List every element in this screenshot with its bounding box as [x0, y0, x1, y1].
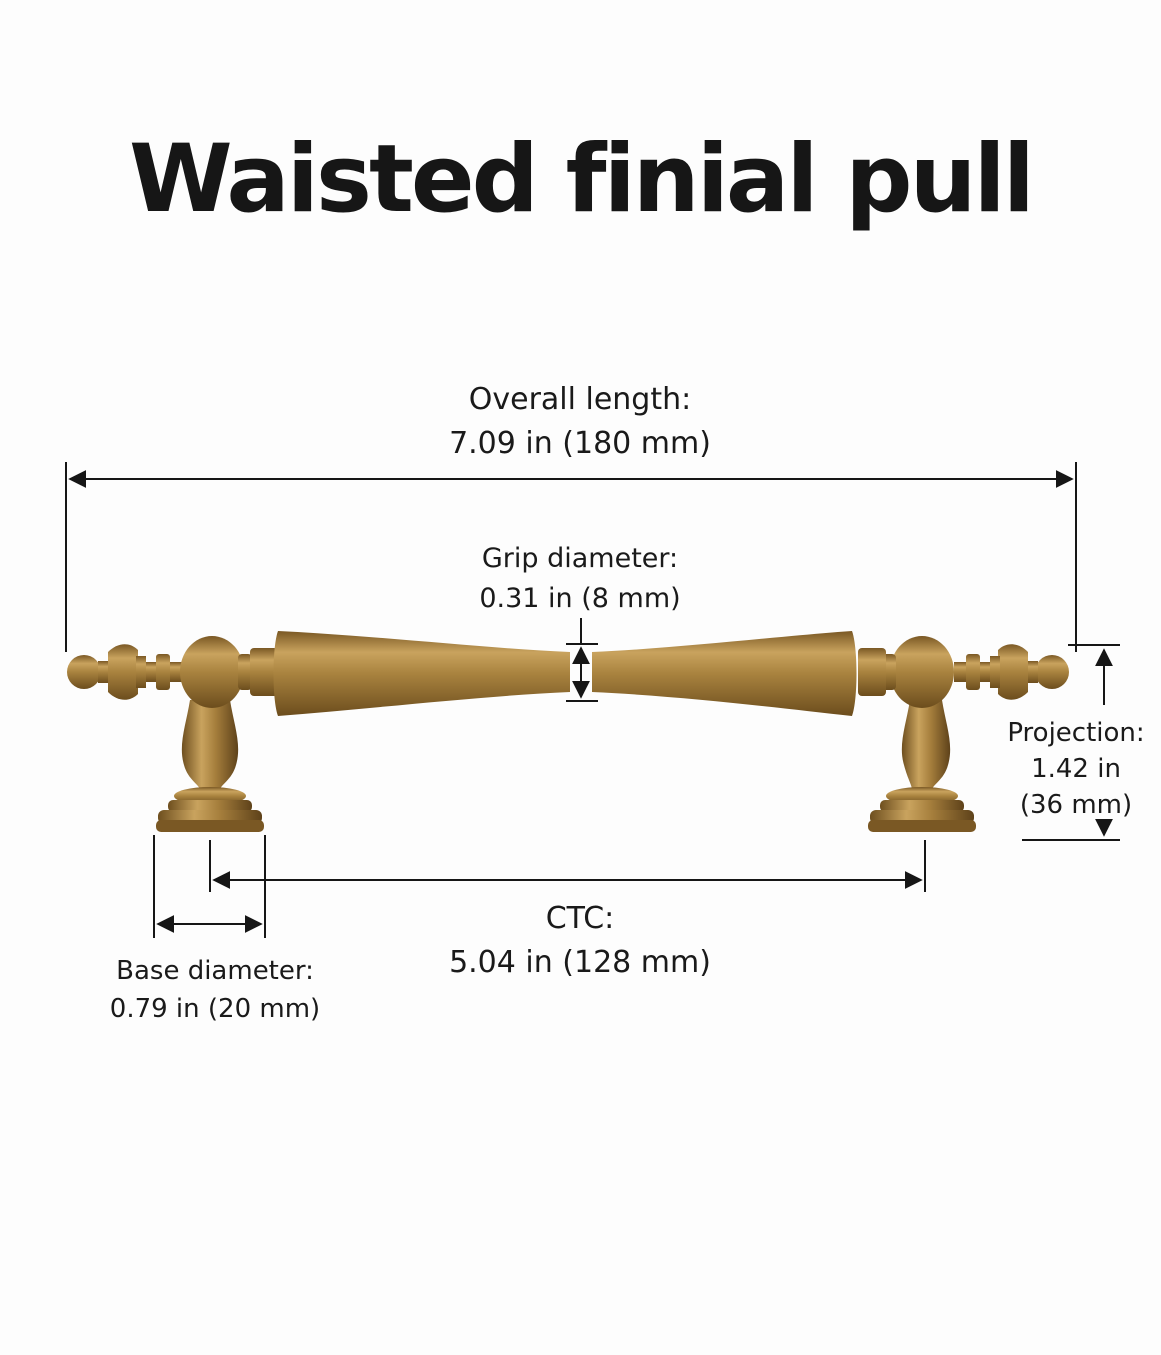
- overall-length-caption: Overall length:: [468, 382, 692, 417]
- grip-diameter-dimension: [566, 618, 598, 702]
- waisted-grip: [273, 631, 857, 716]
- projection-value-in: 1.42 in: [1031, 754, 1121, 784]
- overall-length-dimension: [65, 462, 1077, 652]
- ctc-dimension: [209, 840, 926, 892]
- base-diameter-caption: Base diameter:: [116, 956, 314, 986]
- ctc-label: CTC: 5.04 in (128 mm): [430, 897, 730, 985]
- projection-caption: Projection:: [1007, 718, 1145, 748]
- page-title: Waisted finial pull: [129, 125, 1035, 234]
- base-diameter-dimension: [153, 835, 266, 938]
- grip-diameter-value: 0.31 in (8 mm): [479, 583, 681, 614]
- projection-dimension: [1022, 644, 1120, 841]
- right-post: [868, 700, 976, 832]
- base-diameter-label: Base diameter: 0.79 in (20 mm): [90, 952, 340, 1028]
- pull-illustration: [67, 631, 1069, 832]
- projection-label: Projection: 1.42 in (36 mm): [995, 715, 1157, 823]
- base-diameter-value: 0.79 in (20 mm): [109, 994, 321, 1024]
- ctc-caption: CTC:: [545, 901, 615, 936]
- projection-value-mm: (36 mm): [1019, 790, 1133, 820]
- grip-diameter-caption: Grip diameter:: [481, 543, 679, 574]
- ctc-value: 5.04 in (128 mm): [449, 945, 711, 980]
- right-finial: [858, 636, 1069, 708]
- overall-length-value: 7.09 in (180 mm): [449, 426, 711, 461]
- grip-diameter-label: Grip diameter: 0.31 in (8 mm): [430, 539, 730, 619]
- left-finial: [67, 636, 278, 708]
- left-post: [156, 700, 264, 832]
- overall-length-label: Overall length: 7.09 in (180 mm): [380, 378, 780, 466]
